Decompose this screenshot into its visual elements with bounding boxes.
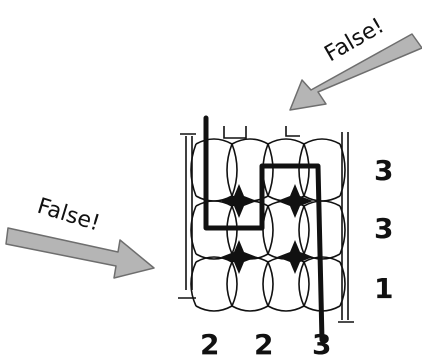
column-clue: 2	[254, 328, 273, 358]
left-wall	[178, 133, 196, 299]
top-wall	[223, 126, 300, 139]
row-clue: 1	[374, 272, 393, 305]
left-arrow-shape	[5, 227, 155, 279]
drawn-path	[203, 115, 325, 343]
right-wall	[338, 132, 354, 323]
row-clue: 3	[374, 154, 393, 187]
column-clue: 3	[312, 328, 331, 358]
star-icon	[221, 240, 257, 274]
column-clue: 2	[200, 328, 219, 358]
row-3-cells	[190, 256, 346, 312]
star-icon	[221, 184, 257, 218]
top-right-arrow-shape	[289, 33, 422, 111]
star-pillars	[221, 184, 313, 274]
star-icon	[277, 240, 313, 274]
star-icon	[277, 184, 313, 218]
top-right-arrow: False!	[289, 14, 422, 111]
row-1-cells	[190, 138, 346, 202]
column-clues: 2 2 3	[200, 328, 331, 358]
row-clues: 3 3 1	[374, 154, 393, 305]
left-false-label: False!	[34, 194, 103, 237]
left-arrow: False!	[5, 194, 155, 279]
row-clue: 3	[374, 212, 393, 245]
